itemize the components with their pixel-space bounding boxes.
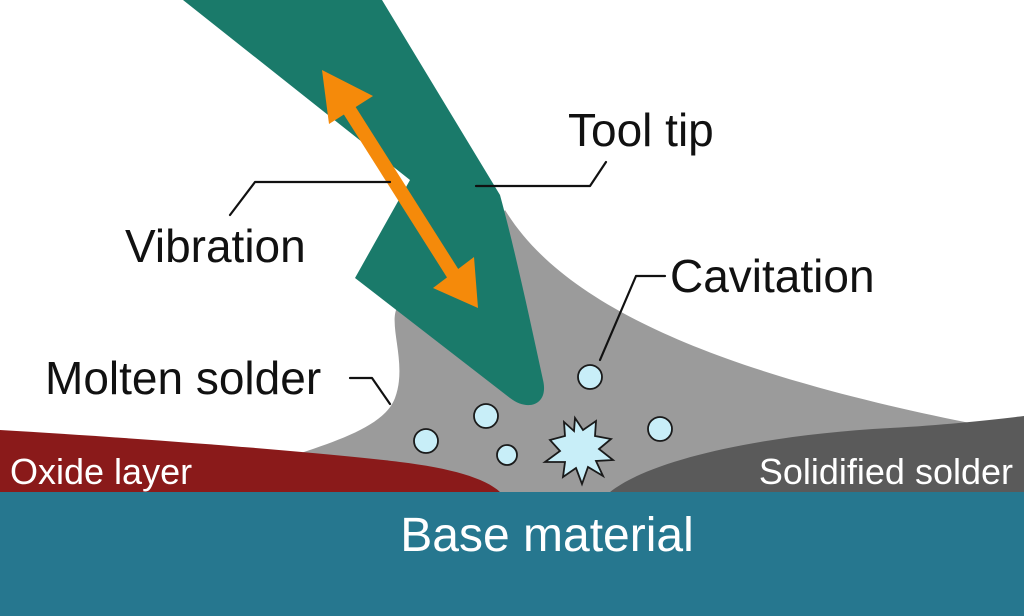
molten-solder-label: Molten solder (45, 352, 321, 404)
bubble (496, 444, 518, 466)
cavitation-leader (598, 274, 667, 362)
oxide-layer-label: Oxide layer (10, 451, 192, 492)
base-material (0, 492, 1024, 616)
cavitation-label: Cavitation (670, 250, 875, 302)
collapsing-bubble-icon (542, 415, 616, 487)
tool-tip-leader (474, 160, 608, 188)
molten-solder-leader (348, 376, 392, 406)
vibration-arrow-icon (322, 70, 478, 308)
cavitation-bubbles (413, 364, 673, 487)
bubble (473, 403, 499, 429)
bubble (647, 416, 673, 442)
tool-tip-label: Tool tip (568, 104, 714, 156)
vibration-leader (228, 180, 392, 217)
vibration-label: Vibration (125, 220, 306, 272)
bubble (577, 364, 603, 390)
solidified-solder (610, 416, 1024, 492)
bubble (413, 428, 439, 454)
base-material-label: Base material (400, 509, 693, 562)
solidified-solder-label: Solidified solder (759, 451, 1013, 492)
tool-tip (183, 0, 545, 406)
oxide-layer (0, 430, 500, 492)
